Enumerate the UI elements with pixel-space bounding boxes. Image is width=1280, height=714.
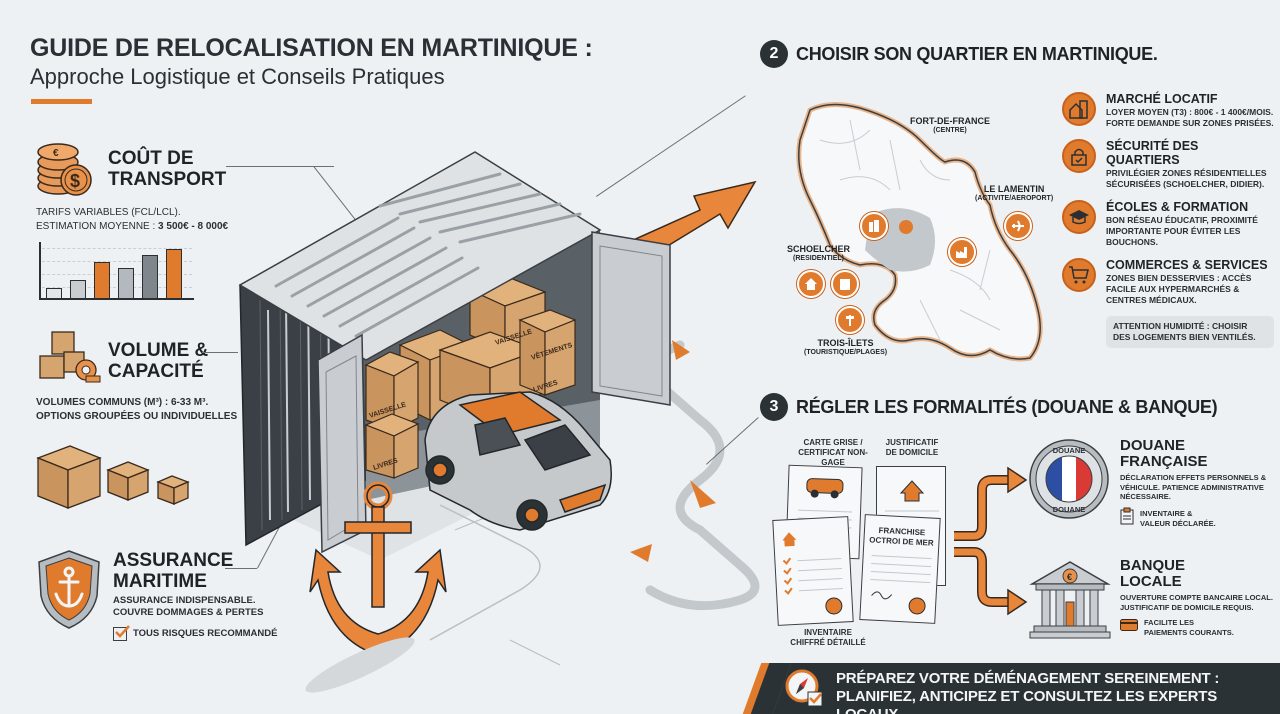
map-label-fort-de-france: FORT-DE-FRANCE (CENTRE): [910, 116, 990, 134]
chart-bar: [94, 262, 110, 298]
map-label-trois-ilets: TROIS-ÎLETS (TOURISTIQUE/PLAGES): [804, 338, 888, 356]
svg-text:DOUANE: DOUANE: [1053, 446, 1086, 455]
section2-header: 2 CHOISIR SON QUARTIER EN MARTINIQUE.: [760, 40, 1158, 68]
svg-text:€: €: [1067, 572, 1072, 582]
douane-info: DOUANE FRANÇAISE DÉCLARATION EFFETS PERS…: [1120, 437, 1267, 530]
svg-text:$: $: [70, 171, 80, 191]
chart-bar: [118, 268, 134, 298]
neighborhood-criteria-list: MARCHÉ LOCATIF LOYER MOYEN (T3) : 800€ -…: [1062, 92, 1274, 348]
banque-info: BANQUE LOCALE OUVERTURE COMPTE BANCAIRE …: [1120, 557, 1273, 637]
boxes-tape-measure-icon: [36, 326, 102, 386]
section-number-badge: 3: [760, 393, 788, 421]
leader-line: [226, 166, 334, 167]
section3-header: 3 RÉGLER LES FORMALITÉS (DOUANE & BANQUE…: [760, 393, 1218, 421]
title-underline: [31, 99, 92, 104]
shopping-cart-icon: [1062, 258, 1096, 292]
insurance-title: ASSURANCE MARITIME: [113, 550, 234, 592]
coins-euro-dollar-icon: € $: [36, 138, 92, 196]
volume-title: VOLUME & CAPACITÉ: [108, 340, 209, 382]
criteria-shopping: COMMERCES & SERVICES ZONES BIEN DESSERVI…: [1062, 258, 1274, 306]
page-title: GUIDE DE RELOCALISATION EN MARTINIQUE :: [30, 34, 593, 62]
doc-label-carte-grise: CARTE GRISE / CERTIFICAT NON-GAGE: [798, 438, 868, 467]
bank-building-icon: €: [1028, 558, 1112, 640]
padlock-icon: [1062, 139, 1096, 173]
recommendation-check: TOUS RISQUES RECOMMANDÉ: [113, 625, 277, 641]
clipboard-icon: [1120, 507, 1134, 530]
doc-label-inventaire: INVENTAIRE CHIFFRÉ DÉTAILLÉ: [790, 628, 866, 647]
map-label-le-lamentin: LE LAMENTIN (ACTIVITE/AEROPORT): [975, 184, 1054, 202]
transport-cost-chart: [36, 240, 196, 302]
transport-text: TARIFS VARIABLES (FCL/LCL). ESTIMATION M…: [36, 207, 229, 232]
map-label-schoelcher: SCHOELCHER (RESIDENTIEL): [787, 244, 851, 262]
fort-de-france-marker: [899, 220, 913, 234]
anchor-shield-icon: [36, 548, 102, 630]
criteria-schools: ÉCOLES & FORMATION BON RÉSEAU ÉDUCATIF, …: [1062, 200, 1274, 248]
martinique-map: [790, 100, 1060, 370]
checkbox-checked-icon: [113, 625, 130, 641]
split-arrows: [950, 456, 1030, 616]
insurance-text: ASSURANCE INDISPENSABLE. COUVRE DOMMAGES…: [113, 595, 264, 618]
document-inventaire: [772, 516, 854, 626]
city-buildings-icon: [860, 212, 888, 240]
leader-line: [202, 352, 238, 353]
graduation-cap-icon: [1062, 200, 1096, 234]
container-car-illustration: VAISSELLE VÊTEMENTS LIVRES VAISSELLE LIV…: [230, 140, 770, 700]
criteria-security: SÉCURITÉ DES QUARTIERS PRIVILÉGIER ZONES…: [1062, 139, 1274, 190]
section-number-badge: 2: [760, 40, 788, 68]
criteria-rental-market: MARCHÉ LOCATIF LOYER MOYEN (T3) : 800€ -…: [1062, 92, 1274, 129]
footer-message: PRÉPAREZ VOTRE DÉMÉNAGEMENT SEREINEMENT …: [836, 670, 1220, 714]
document-franchise-octroi: FRANCHISE OCTROI DE MER: [859, 514, 941, 624]
chart-bars: [46, 249, 182, 298]
svg-text:€: €: [53, 148, 59, 159]
doc-label-justificatif: JUSTIFICATIF DE DOMICILE: [885, 438, 939, 457]
chart-bar: [142, 255, 158, 298]
credit-card-icon: [1120, 618, 1138, 636]
building-icon: [831, 270, 859, 298]
chart-bar: [46, 288, 62, 298]
transport-title: COÛT DE TRANSPORT: [108, 148, 227, 190]
volume-text: VOLUMES COMMUNS (M³) : 6-33 M³. OPTIONS …: [36, 397, 238, 422]
douane-seal-icon: DOUANE DOUANE: [1028, 438, 1110, 520]
airplane-icon: [1004, 212, 1032, 240]
factory-icon: [948, 238, 976, 266]
chart-bar: [166, 249, 182, 298]
house-building-icon: [1062, 92, 1096, 126]
beach-sign-icon: [836, 306, 864, 334]
leader-line: [225, 568, 257, 569]
humidity-warning-note: ATTENTION HUMIDITÉ : CHOISIR DES LOGEMEN…: [1106, 316, 1274, 348]
page-subtitle: Approche Logistique et Conseils Pratique…: [30, 64, 445, 89]
footer-banner: [768, 663, 1280, 714]
house-icon: [797, 270, 825, 298]
section-title: CHOISIR SON QUARTIER EN MARTINIQUE.: [796, 43, 1158, 64]
section-title: RÉGLER LES FORMALITÉS (DOUANE & BANQUE): [796, 396, 1218, 417]
chart-bar: [70, 280, 86, 298]
compass-checkmark-icon: [784, 668, 826, 710]
cardboard-boxes-illustration: [36, 436, 196, 512]
svg-text:DOUANE: DOUANE: [1053, 505, 1086, 514]
